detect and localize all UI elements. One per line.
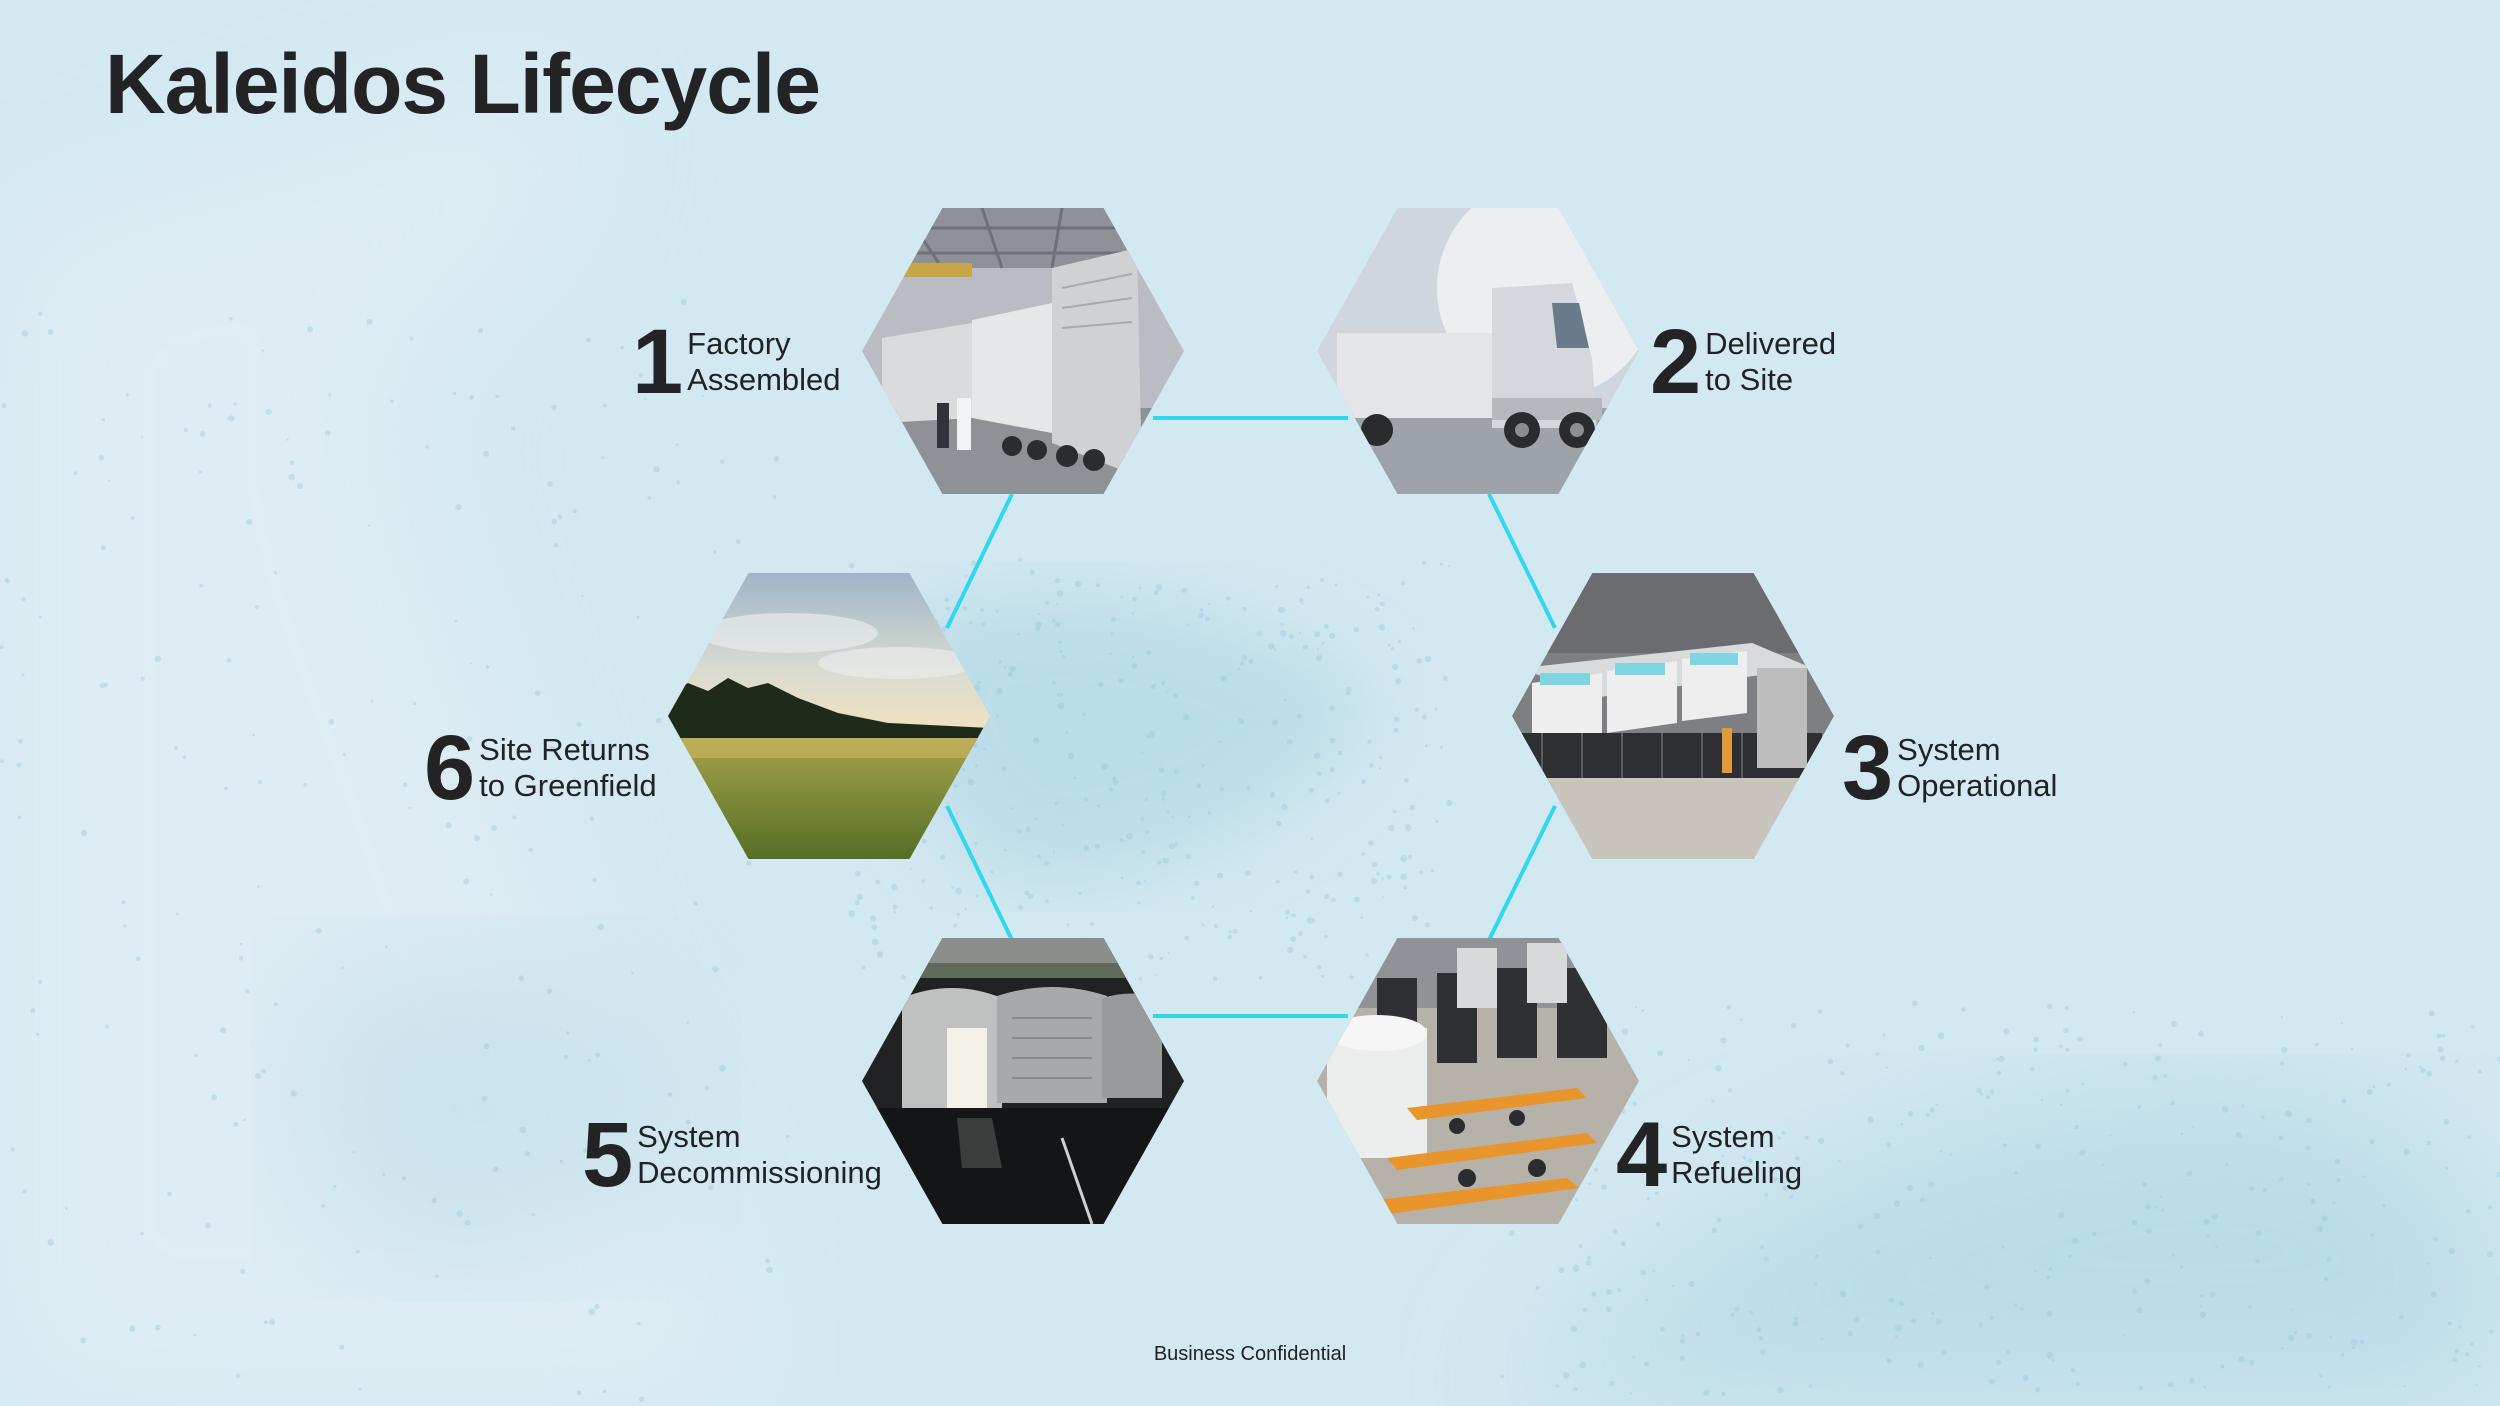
step-title-line1: System	[637, 1119, 882, 1155]
step-title-line1: Factory	[687, 326, 840, 362]
step-title-line1: Site Returns	[479, 732, 657, 768]
step-title-line2: Operational	[1897, 768, 2057, 804]
footer-confidentiality-note: Business Confidential	[0, 1343, 2500, 1366]
step-number: 5	[582, 1109, 631, 1201]
step-title-line1: System	[1671, 1119, 1802, 1155]
connector-6-1	[947, 494, 1012, 628]
step-6-label: 6 Site Returnsto Greenfield	[424, 722, 657, 814]
step-title-line2: to Greenfield	[479, 768, 657, 804]
step-number: 1	[632, 316, 681, 408]
connector-2-3	[1489, 494, 1555, 628]
step-1-label: 1 FactoryAssembled	[632, 316, 841, 408]
connector-5-6	[947, 806, 1012, 940]
step-number: 4	[1616, 1109, 1665, 1201]
step-title-line2: to Site	[1705, 362, 1836, 398]
step-title-line2: Assembled	[687, 362, 840, 398]
step-title-line1: System	[1897, 732, 2057, 768]
step-title-line2: Refueling	[1671, 1155, 1802, 1191]
step-5-label: 5 SystemDecommissioning	[582, 1109, 882, 1201]
connector-3-4	[1489, 806, 1555, 940]
step-title-line1: Delivered	[1705, 326, 1836, 362]
step-title-line2: Decommissioning	[637, 1155, 882, 1191]
step-number: 3	[1842, 722, 1891, 814]
step-number: 6	[424, 722, 473, 814]
step-3-label: 3 SystemOperational	[1842, 722, 2057, 814]
step-2-label: 2 Deliveredto Site	[1650, 316, 1836, 408]
step-number: 2	[1650, 316, 1699, 408]
step-4-label: 4 SystemRefueling	[1616, 1109, 1802, 1201]
